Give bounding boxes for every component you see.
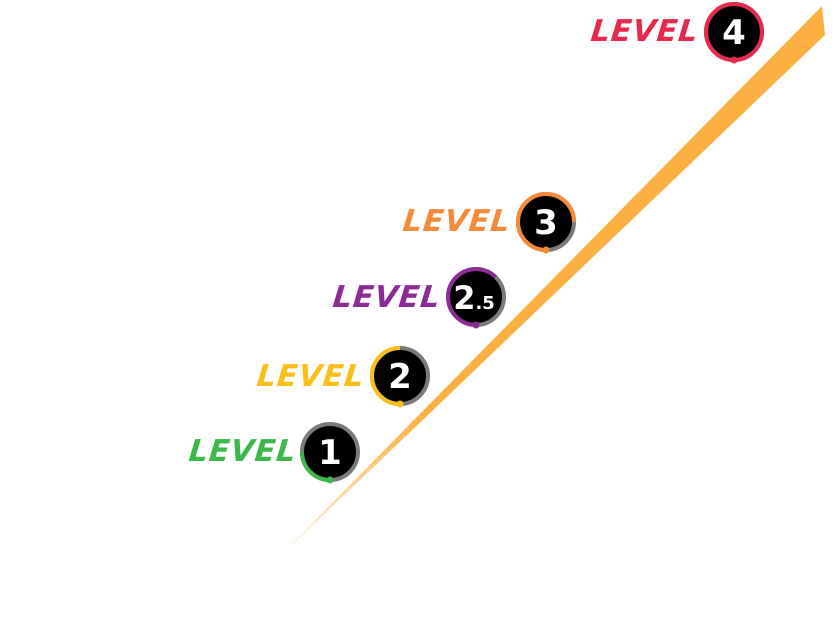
badge-fill [448, 269, 504, 325]
level-2-5-label: LEVEL [330, 280, 442, 315]
badge-fill [706, 4, 762, 60]
badge-progress-dot [730, 56, 738, 64]
badge-progress-dot [472, 321, 480, 329]
level-4-badge: 4 [702, 0, 766, 64]
level-1-badge: 1 [298, 420, 362, 484]
stripe-shape [268, 6, 825, 568]
badge-fill [372, 348, 428, 404]
level-2-5-badge: 2.5 [444, 265, 508, 329]
level-2-5-number: 2.5 [453, 279, 495, 317]
badge-progress-dot [542, 246, 550, 254]
level-1-label: LEVEL [186, 434, 298, 469]
badge-progress-dot [326, 476, 334, 484]
level-3-label: LEVEL [400, 204, 512, 239]
badge-progress-ring [516, 192, 576, 252]
level-3-badge: 3 [514, 190, 578, 254]
badge-progress-ring [446, 267, 498, 327]
badge-progress-dot [396, 400, 404, 408]
level-2-badge: 2 [368, 344, 432, 408]
level-4-number: 4 [722, 13, 746, 53]
level-4-label: LEVEL [588, 14, 700, 49]
badge-fill [518, 194, 574, 250]
badge-progress-ring [370, 346, 401, 406]
level-3-number: 3 [534, 203, 558, 243]
badge-progress-ring [704, 1, 764, 62]
badge-fill [302, 424, 358, 480]
level-1-number: 1 [318, 433, 342, 473]
level-2-label: LEVEL [254, 359, 366, 394]
level-2-number: 2 [388, 357, 412, 397]
badge-progress-ring [300, 451, 331, 482]
